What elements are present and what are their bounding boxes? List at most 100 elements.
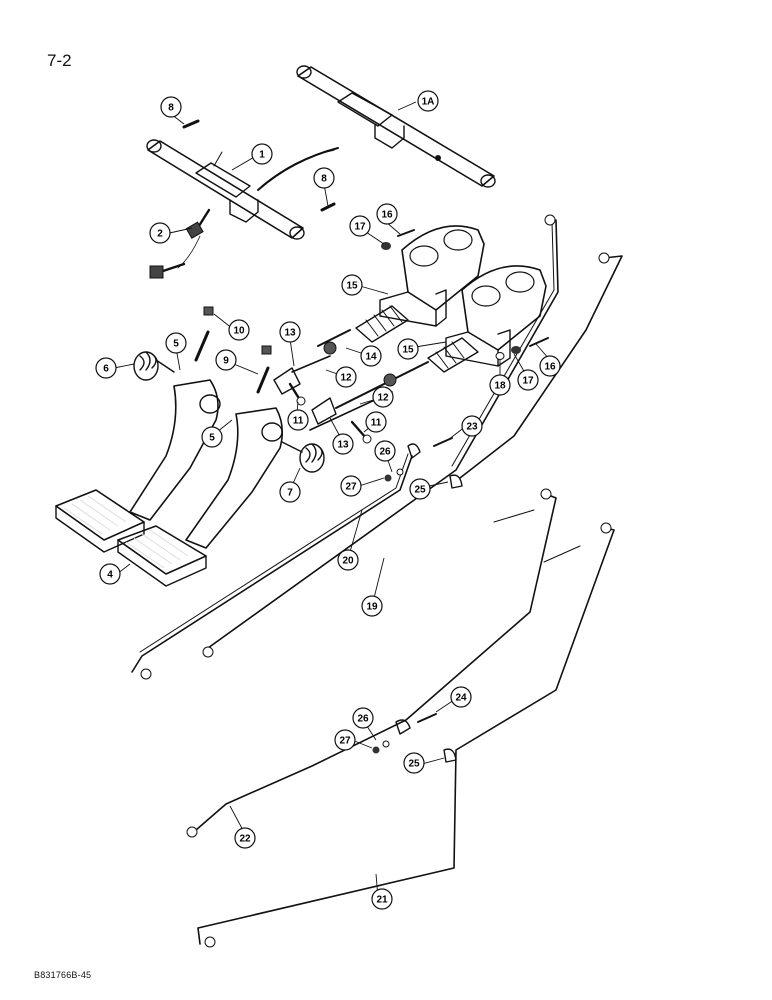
- callout-circle: [332, 433, 354, 455]
- master-cylinder-lower: [445, 265, 547, 367]
- callout-label: 12: [377, 393, 389, 404]
- callout-label: 11: [293, 416, 304, 427]
- callout-5: 5: [165, 332, 187, 354]
- callout-label: 26: [379, 447, 391, 458]
- callout-label: 17: [522, 376, 534, 387]
- callout-25: 25: [403, 752, 425, 774]
- callout-circle: [371, 888, 393, 910]
- roll-pin-upper: [182, 119, 200, 129]
- callout-circle: [149, 222, 171, 244]
- callout-circle: [360, 345, 382, 367]
- callout-circle: [234, 827, 256, 849]
- callout-19: 19: [361, 595, 383, 617]
- callout-16: 16: [539, 355, 561, 377]
- callout-27: 27: [334, 729, 356, 751]
- callout-circle: [517, 369, 539, 391]
- callout-label: 19: [366, 602, 378, 613]
- callout-circle: [403, 752, 425, 774]
- callout-circle: [365, 411, 387, 433]
- callout-label: 27: [345, 482, 357, 493]
- callout-circle: [165, 332, 187, 354]
- callout-17: 17: [349, 215, 371, 237]
- callout-7: 7: [279, 481, 301, 503]
- callout-label: 16: [544, 362, 556, 373]
- callout-circle: [489, 374, 511, 396]
- callout-12: 12: [335, 366, 357, 388]
- callout-label: 17: [354, 222, 366, 233]
- callout-label: 8: [321, 174, 327, 185]
- callout-label: 1: [259, 150, 265, 161]
- callout-label: 20: [342, 556, 354, 567]
- callout-label: 27: [339, 736, 351, 747]
- pedal-shaft-1: [146, 139, 305, 240]
- pedal-shaft-1a: [296, 65, 496, 188]
- callout-circle: [279, 481, 301, 503]
- callout-label: 5: [173, 339, 179, 350]
- clevis-lower: [311, 397, 337, 425]
- leader-lines: [113, 101, 551, 899]
- callout-label: 24: [455, 693, 467, 704]
- callout-label: 11: [371, 418, 382, 429]
- nut-10-b: [261, 345, 272, 355]
- callout-26: 26: [374, 440, 396, 462]
- figure-code: B831766B-45: [34, 970, 92, 980]
- callout-circle: [337, 549, 359, 571]
- callout-24: 24: [450, 686, 472, 708]
- callout-5: 5: [201, 426, 223, 448]
- callout-circle: [99, 563, 121, 585]
- return-spring-6: [133, 351, 175, 381]
- callout-circle: [417, 90, 439, 112]
- callout-1A: 1A: [417, 90, 439, 112]
- callout-26: 26: [352, 707, 374, 729]
- callout-18: 18: [489, 374, 511, 396]
- callout-circle: [95, 357, 117, 379]
- bolt-2-upper: [185, 208, 211, 239]
- callout-circle: [539, 355, 561, 377]
- return-spring-7: [281, 441, 325, 473]
- callout-8: 8: [313, 167, 335, 189]
- boot-upper: [355, 305, 409, 343]
- callout-label: 26: [357, 714, 369, 725]
- callout-15: 15: [397, 338, 419, 360]
- callout-4: 4: [99, 563, 121, 585]
- callout-2: 2: [149, 222, 171, 244]
- callout-label: 25: [414, 485, 426, 496]
- callout-circle: [215, 349, 237, 371]
- master-cylinder-upper: [379, 225, 485, 327]
- nut-14-lower: [383, 373, 397, 387]
- callout-circle: [228, 319, 250, 341]
- callout-label: 13: [337, 440, 349, 451]
- callout-circle: [372, 386, 394, 408]
- callout-circle: [376, 203, 398, 225]
- callout-circle: [160, 96, 182, 118]
- callout-label: 10: [233, 326, 245, 337]
- callout-11: 11: [365, 411, 387, 433]
- callout-circle: [335, 366, 357, 388]
- callout-label: 14: [365, 352, 377, 363]
- callout-label: 22: [239, 834, 251, 845]
- callout-label: 6: [103, 364, 109, 375]
- callout-label: 23: [466, 422, 478, 433]
- callout-label: 16: [381, 210, 393, 221]
- callout-label: 15: [402, 345, 414, 356]
- callout-label: 9: [223, 356, 229, 367]
- brake-line-20: [131, 453, 413, 680]
- callout-16: 16: [376, 203, 398, 225]
- callout-circle: [340, 475, 362, 497]
- clevis-upper: [273, 367, 301, 395]
- callout-label: 21: [376, 895, 388, 906]
- callout-circle: [334, 729, 356, 751]
- callout-label: 13: [284, 328, 296, 339]
- callout-label: 18: [494, 381, 506, 392]
- callout-13: 13: [332, 433, 354, 455]
- roll-pin-right: [320, 202, 336, 212]
- callout-11: 11: [287, 409, 309, 431]
- bolt-2-lower: [149, 262, 186, 279]
- callout-6: 6: [95, 357, 117, 379]
- callout-17: 17: [517, 369, 539, 391]
- nut-14-upper: [323, 341, 337, 355]
- callout-21: 21: [371, 888, 393, 910]
- callout-label: 1A: [422, 97, 435, 108]
- callout-circle: [352, 707, 374, 729]
